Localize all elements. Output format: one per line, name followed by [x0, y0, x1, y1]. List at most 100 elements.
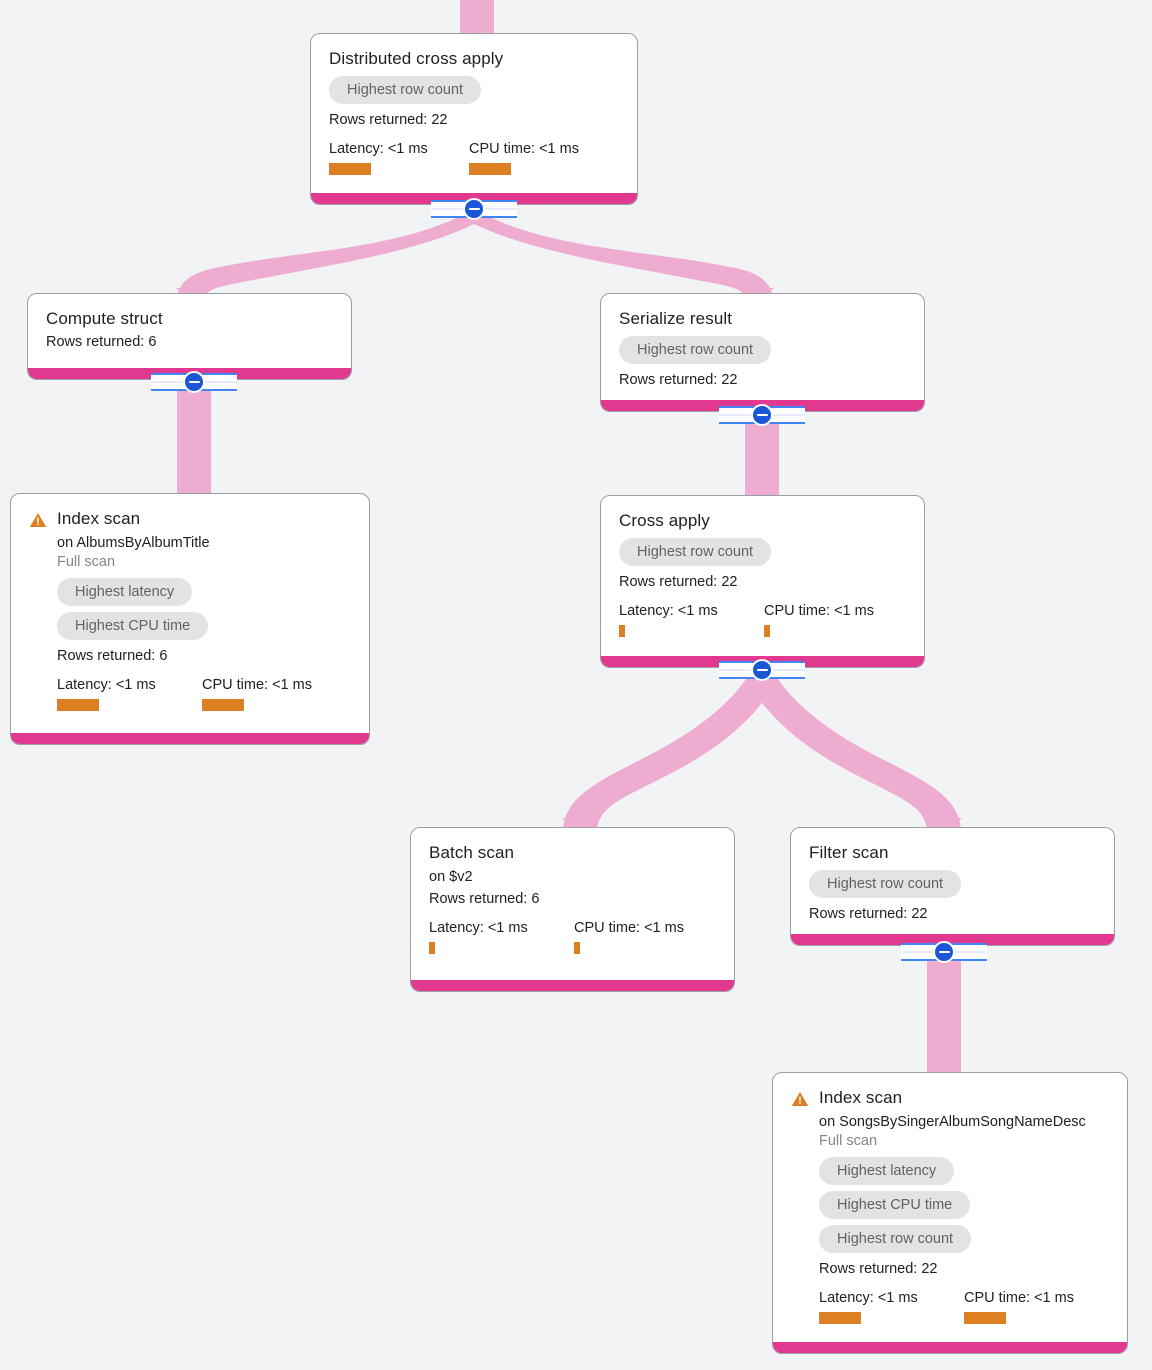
badge-list: Highest latency Highest CPU time: [57, 572, 351, 640]
node-accent-bar: [791, 934, 1114, 945]
latency-metric: Latency: <1 ms: [819, 1289, 964, 1324]
latency-bar: [329, 163, 371, 175]
node-subtitle: on SongsBySingerAlbumSongNameDesc: [819, 1114, 1086, 1130]
cpu-metric: CPU time: <1 ms: [964, 1289, 1074, 1324]
collapse-toggle-cross-apply[interactable]: [719, 659, 805, 681]
latency-label: Latency: <1 ms: [57, 677, 156, 693]
cpu-bar: [202, 699, 244, 711]
rows-returned: Rows returned: 22: [619, 574, 738, 590]
node-title: Filter scan: [809, 843, 889, 862]
edge-filter-to-index-songs: [927, 940, 961, 1080]
rows-returned: Rows returned: 22: [809, 906, 928, 922]
collapse-minus-icon[interactable]: [933, 941, 955, 963]
badge-highest-cpu-time: Highest CPU time: [819, 1191, 971, 1219]
warning-icon: [791, 1091, 809, 1107]
collapse-toggle-distributed-cross-apply[interactable]: [431, 198, 517, 220]
latency-label: Latency: <1 ms: [329, 141, 428, 157]
badge-highest-row-count: Highest row count: [809, 870, 962, 898]
edge-arrow-batch-scan: [562, 818, 598, 834]
node-compute-struct[interactable]: Compute struct Rows returned: 6: [27, 293, 352, 380]
node-details: on AlbumsByAlbumTitle Full scan Highest …: [57, 534, 351, 711]
node-body: Serialize result Highest row count Rows …: [601, 294, 924, 411]
node-batch-scan[interactable]: Batch scan on $v2 Rows returned: 6 Laten…: [410, 827, 735, 992]
latency-metric: Latency: <1 ms: [57, 676, 202, 711]
cpu-metric: CPU time: <1 ms: [469, 140, 579, 175]
node-title: Batch scan: [429, 843, 515, 862]
cpu-bar: [469, 163, 511, 175]
edge-serialize-to-cross-apply: [745, 412, 779, 497]
node-body: Cross apply Highest row count Rows retur…: [601, 496, 924, 667]
edge-arrow-filter-scan: [926, 818, 962, 834]
node-body: Filter scan Highest row count Rows retur…: [791, 828, 1114, 945]
collapse-minus-icon[interactable]: [183, 371, 205, 393]
node-subtitle: on AlbumsByAlbumTitle: [57, 535, 210, 551]
node-accent-bar: [11, 733, 369, 744]
metrics-row: Latency: <1 ms CPU time: <1 ms: [57, 676, 351, 711]
collapse-toggle-filter-scan[interactable]: [901, 941, 987, 963]
latency-bar: [429, 942, 435, 954]
metrics-row: Latency: <1 ms CPU time: <1 ms: [429, 919, 716, 954]
badge-highest-latency: Highest latency: [57, 578, 193, 606]
scan-note: Full scan: [819, 1133, 878, 1149]
node-distributed-cross-apply[interactable]: Distributed cross apply Highest row coun…: [310, 33, 638, 205]
node-title: Distributed cross apply: [329, 49, 504, 68]
node-title-row: Index scan: [29, 508, 351, 530]
cpu-metric: CPU time: <1 ms: [202, 676, 312, 711]
latency-label: Latency: <1 ms: [619, 603, 718, 619]
edge-compute-to-index-albums: [177, 380, 211, 495]
node-cross-apply[interactable]: Cross apply Highest row count Rows retur…: [600, 495, 925, 668]
cpu-bar: [574, 942, 580, 954]
node-index-scan-albums[interactable]: Index scan on AlbumsByAlbumTitle Full sc…: [10, 493, 370, 745]
node-title-row: Compute struct: [46, 308, 333, 330]
node-title: Serialize result: [619, 309, 733, 328]
scan-note: Full scan: [57, 554, 116, 570]
node-accent-bar: [773, 1342, 1127, 1353]
node-filter-scan[interactable]: Filter scan Highest row count Rows retur…: [790, 827, 1115, 946]
cpu-metric: CPU time: <1 ms: [764, 602, 874, 637]
node-body: Compute struct Rows returned: 6: [28, 294, 351, 379]
node-body: Index scan on AlbumsByAlbumTitle Full sc…: [11, 494, 369, 744]
latency-metric: Latency: <1 ms: [329, 140, 469, 175]
rows-returned: Rows returned: 6: [46, 334, 157, 350]
latency-bar: [619, 625, 625, 637]
cpu-label: CPU time: <1 ms: [574, 920, 684, 936]
edge-cross-apply-to-filter-scan: [746, 668, 961, 830]
collapse-toggle-serialize-result[interactable]: [719, 404, 805, 426]
collapse-minus-icon[interactable]: [463, 198, 485, 220]
rows-returned: Rows returned: 22: [619, 372, 738, 388]
latency-label: Latency: <1 ms: [819, 1290, 918, 1306]
node-title: Index scan: [819, 1088, 903, 1107]
cpu-label: CPU time: <1 ms: [202, 677, 312, 693]
latency-label: Latency: <1 ms: [429, 920, 528, 936]
latency-metric: Latency: <1 ms: [429, 919, 574, 954]
collapse-toggle-compute-struct[interactable]: [151, 371, 237, 393]
latency-bar: [57, 699, 99, 711]
badge-highest-row-count: Highest row count: [619, 336, 772, 364]
edge-root-to-compute-struct: [177, 211, 478, 300]
badge-highest-latency: Highest latency: [819, 1157, 955, 1185]
node-title-row: Index scan: [791, 1087, 1109, 1109]
badge-list: Highest latency Highest CPU time Highest…: [819, 1151, 1109, 1253]
warning-icon: [29, 512, 47, 528]
metrics-row: Latency: <1 ms CPU time: <1 ms: [329, 140, 619, 175]
node-title: Compute struct: [46, 309, 163, 328]
node-serialize-result[interactable]: Serialize result Highest row count Rows …: [600, 293, 925, 412]
edge-root-to-serialize-result: [470, 211, 773, 300]
node-body: Batch scan on $v2 Rows returned: 6 Laten…: [411, 828, 734, 991]
cpu-metric: CPU time: <1 ms: [574, 919, 684, 954]
node-body: Index scan on SongsBySingerAlbumSongName…: [773, 1073, 1127, 1353]
node-index-scan-songs[interactable]: Index scan on SongsBySingerAlbumSongName…: [772, 1072, 1128, 1354]
collapse-minus-icon[interactable]: [751, 404, 773, 426]
latency-metric: Latency: <1 ms: [619, 602, 764, 637]
metrics-row: Latency: <1 ms CPU time: <1 ms: [819, 1289, 1109, 1324]
node-body: Distributed cross apply Highest row coun…: [311, 34, 637, 204]
collapse-minus-icon[interactable]: [751, 659, 773, 681]
node-title-row: Cross apply: [619, 510, 906, 532]
node-accent-bar: [411, 980, 734, 991]
cpu-bar: [764, 625, 770, 637]
rows-returned: Rows returned: 22: [819, 1261, 938, 1277]
badge-highest-row-count: Highest row count: [329, 76, 482, 104]
node-details: on SongsBySingerAlbumSongNameDesc Full s…: [819, 1113, 1109, 1324]
